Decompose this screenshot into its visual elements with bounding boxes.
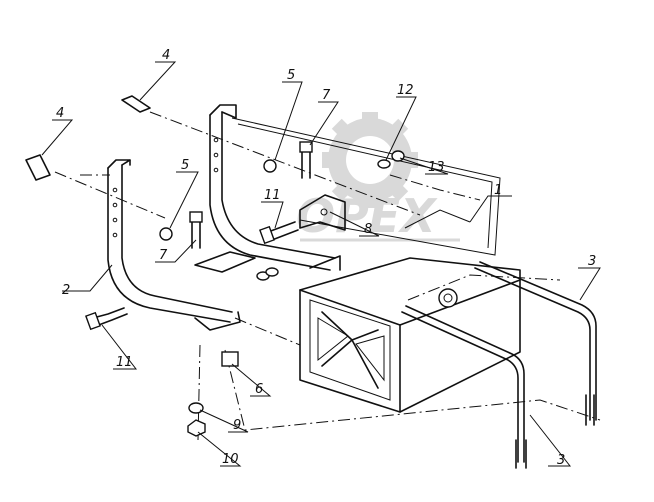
watermark-gear-teeth (322, 112, 418, 208)
callout-1: 1 (494, 183, 502, 198)
callout-4-upper: 4 (162, 48, 170, 63)
part-2-strap (107, 159, 241, 331)
bolt-4-upper (121, 95, 151, 113)
washer-9 (188, 402, 204, 414)
rear-bracket (194, 104, 341, 273)
callout-5-lower: 5 (181, 158, 189, 173)
leader-lines (41, 61, 601, 467)
assembly-axes (54, 111, 601, 441)
watermark-gear-hole (346, 136, 394, 184)
nut-10 (187, 419, 206, 437)
nut-5-lower (159, 227, 173, 241)
callout-8: 8 (364, 222, 372, 237)
part-8-bracket (299, 194, 346, 231)
bolt-7-upper (301, 149, 311, 179)
callout-11-upper: 11 (264, 188, 281, 203)
watermark: OPEX (296, 112, 460, 243)
callout-4-left: 4 (56, 106, 64, 121)
callout-11-lower: 11 (116, 355, 133, 370)
callout-7-upper: 7 (322, 88, 331, 103)
fuel-tank (299, 257, 521, 413)
bolt-11-lower (92, 307, 128, 327)
callout-5-upper: 5 (287, 68, 295, 83)
filler-cap (438, 288, 458, 308)
bolt-4-left (25, 154, 51, 181)
callout-labels: 1 2 3 3 4 4 5 5 6 7 7 8 9 10 11 11 12 13 (56, 48, 596, 468)
callout-6: 6 (255, 382, 263, 397)
callout-7-lower: 7 (159, 248, 168, 263)
part-1-outline (231, 117, 501, 256)
callout-9: 9 (233, 418, 241, 433)
nut-13 (391, 150, 405, 162)
fasteners (25, 95, 405, 437)
callout-2: 2 (62, 283, 70, 298)
bolt-11-upper (267, 221, 299, 241)
bolt-7-lower (191, 219, 201, 249)
part-3-straps (401, 261, 597, 469)
callout-12: 12 (397, 83, 414, 98)
callout-13: 13 (428, 160, 445, 175)
spacer-6 (221, 351, 239, 367)
nut-5-upper (263, 159, 277, 173)
washer-12 (377, 159, 391, 169)
callout-3-upper: 3 (588, 254, 596, 269)
callout-3-lower: 3 (557, 453, 565, 468)
callout-10: 10 (222, 452, 239, 467)
